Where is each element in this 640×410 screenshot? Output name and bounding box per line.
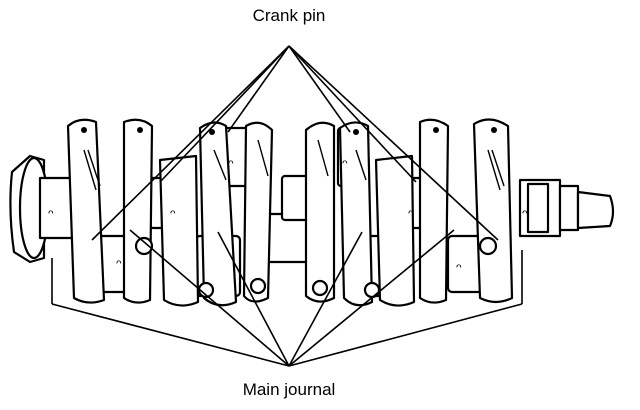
- svg-text:ᴖ: ᴖ: [522, 208, 528, 219]
- main-journal-leaders: [51, 229, 523, 367]
- main-journal-label: Main journal: [242, 380, 336, 399]
- svg-text:ᴖ: ᴖ: [116, 258, 122, 269]
- svg-text:ᴖ: ᴖ: [456, 262, 462, 273]
- crank-webs: [66, 118, 514, 307]
- svg-text:ᴖ: ᴖ: [48, 208, 54, 219]
- crank-pin-label: Crank pin: [252, 6, 326, 25]
- svg-text:ᴖ: ᴖ: [228, 158, 234, 169]
- rear-snout: [518, 178, 615, 238]
- svg-text:ᴖ: ᴖ: [170, 208, 176, 219]
- crank-pin-leaders: [91, 45, 499, 241]
- svg-text:ᴖ: ᴖ: [408, 208, 414, 219]
- svg-text:ᴖ: ᴖ: [342, 158, 348, 169]
- oil-holes: ᴖ ᴖ ᴖ ᴖ ᴖ ᴖ ᴖ ᴖ: [48, 127, 528, 299]
